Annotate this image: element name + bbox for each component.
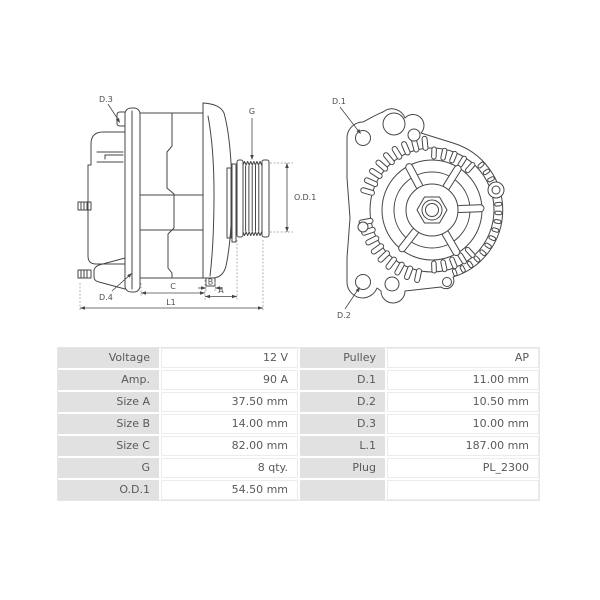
table-row: Amp. 90 A D.1 11.00 mm	[58, 370, 539, 390]
label-d1: D.1	[332, 97, 346, 106]
alternator-side-outline	[77, 102, 270, 293]
spec-value-cell: 54.50 mm	[161, 480, 298, 500]
mount-hole-d2	[355, 274, 371, 290]
spec-label-cell: D.1	[300, 370, 385, 390]
spec-label-cell: D.2	[300, 392, 385, 412]
spec-value-cell: 37.50 mm	[161, 392, 298, 412]
spec-value-cell: 82.00 mm	[161, 436, 298, 456]
table-row: Size B 14.00 mm D.3 10.00 mm	[58, 414, 539, 434]
leader-lines	[339, 106, 361, 310]
spec-label-cell: Pulley	[300, 348, 385, 368]
alternator-side-view-diagram: D.3 G O.D.1 C B A L1 D.4	[77, 95, 316, 311]
spec-label-cell: G	[58, 458, 159, 478]
pulley-ribs	[242, 161, 263, 236]
spec-value-cell	[387, 480, 539, 500]
mount-hole-d1	[355, 130, 371, 146]
spec-value-cell: AP	[387, 348, 539, 368]
table-row: O.D.1 54.50 mm	[58, 480, 539, 500]
spec-value-cell: 90 A	[161, 370, 298, 390]
label-b: B	[208, 278, 214, 287]
label-d4: D.4	[99, 293, 113, 302]
label-d2: D.2	[337, 311, 351, 320]
spec-value-cell: PL_2300	[387, 458, 539, 478]
spec-label-cell: O.D.1	[58, 480, 159, 500]
label-l1: L1	[166, 298, 176, 307]
table-row: Size A 37.50 mm D.2 10.50 mm	[58, 392, 539, 412]
table-row: Voltage 12 V Pulley AP	[58, 348, 539, 368]
spec-value-cell: 11.00 mm	[387, 370, 539, 390]
spec-label-cell: Size B	[58, 414, 159, 434]
spec-label-cell	[300, 480, 385, 500]
extension-lines	[79, 162, 293, 311]
spec-label-cell: Size C	[58, 436, 159, 456]
spec-value-cell: 187.00 mm	[387, 436, 539, 456]
alternator-front-outline	[346, 108, 505, 304]
alternator-front-view-diagram: D.1 D.2	[332, 97, 505, 320]
label-c: C	[170, 282, 176, 291]
spec-label-cell: D.3	[300, 414, 385, 434]
table-row: G 8 qty. Plug PL_2300	[58, 458, 539, 478]
spec-value-cell: 12 V	[161, 348, 298, 368]
spec-label-cell: Amp.	[58, 370, 159, 390]
spec-label-cell: Voltage	[58, 348, 159, 368]
spec-value-cell: 14.00 mm	[161, 414, 298, 434]
spec-label-cell: Size A	[58, 392, 159, 412]
label-od1: O.D.1	[294, 193, 316, 202]
dimension-lines	[80, 103, 289, 310]
spec-label-cell: Plug	[300, 458, 385, 478]
spec-value-cell: 10.50 mm	[387, 392, 539, 412]
table-row: Size C 82.00 mm L.1 187.00 mm	[58, 436, 539, 456]
label-d3: D.3	[99, 95, 113, 104]
spec-table: Voltage 12 V Pulley AP Amp. 90 A D.1 11.…	[57, 347, 540, 501]
spec-value-cell: 8 qty.	[161, 458, 298, 478]
spec-label-cell: L.1	[300, 436, 385, 456]
label-a: A	[218, 286, 224, 295]
label-g: G	[249, 107, 255, 116]
spec-value-cell: 10.00 mm	[387, 414, 539, 434]
